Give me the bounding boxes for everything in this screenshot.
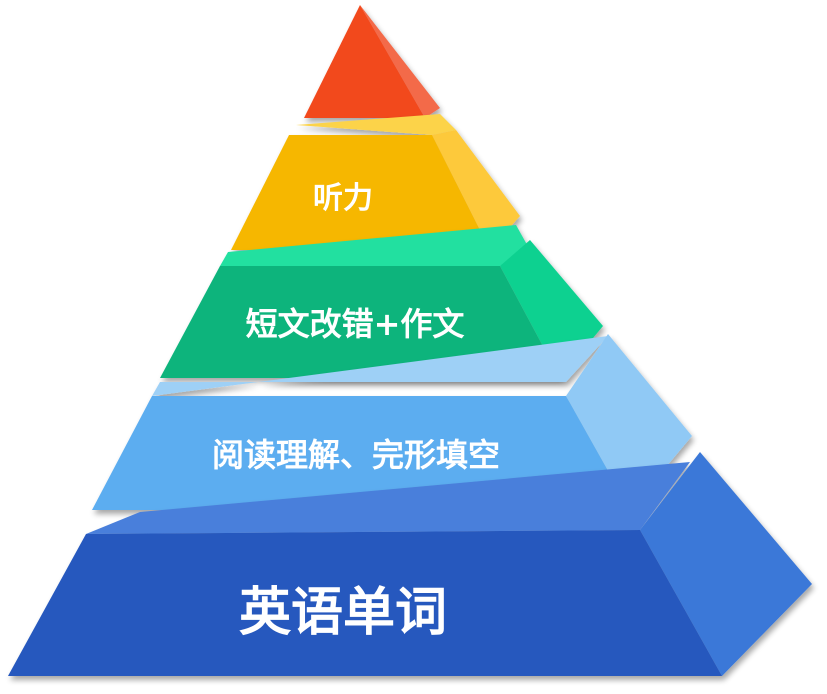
level-writing-label: 短文改错+作文: [246, 305, 465, 343]
level-listening-label: 听力: [313, 181, 373, 216]
pyramid-level-top: [304, 5, 440, 118]
level-top-front: [304, 5, 425, 118]
level-reading-label: 阅读理解、完形填空: [212, 436, 500, 474]
level-vocabulary-label: 英语单词: [239, 583, 447, 643]
